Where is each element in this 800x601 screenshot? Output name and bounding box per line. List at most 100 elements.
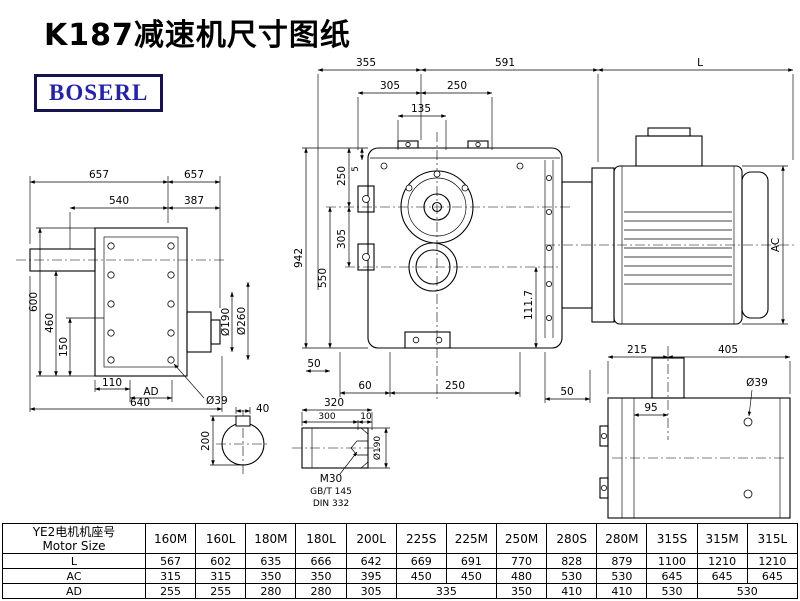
label-shaft-gb-standard: GB/T 145 [310, 487, 352, 497]
table-row-L: L 567 602 635 666 642 669 691 770 828 87… [2, 553, 799, 569]
page-title: K187减速机尺寸图纸 [44, 18, 351, 53]
size-cell: 770 [495, 553, 548, 569]
side-view-drawing: 355 591 L 305 250 135 250 5 305 550 [293, 57, 794, 403]
row-label: AD [2, 583, 146, 599]
dim-side-60: 60 [358, 380, 371, 392]
size-cell: 669 [395, 553, 447, 569]
column-header: 315L [746, 523, 799, 554]
dim-motor-AC: AC [770, 238, 782, 252]
dim-front-hole-dia: Ø39 [206, 395, 228, 407]
column-header: 315S [646, 523, 698, 554]
dim-shaft-300: 300 [318, 412, 335, 422]
size-cell: 315 [144, 568, 197, 584]
dim-motor-L: L [697, 57, 703, 69]
motor-size-header: YE2电机机座号 Motor Size [2, 523, 146, 554]
gearbox-body-front [94, 227, 188, 377]
size-cell: 530 [646, 583, 698, 599]
size-cell: 645 [746, 568, 799, 584]
size-cell: 315 [195, 568, 247, 584]
dim-side-50-right: 50 [560, 386, 573, 398]
header-cn: YE2电机机座号 [32, 524, 116, 539]
output-bore-circles [408, 242, 458, 292]
mounting-foot [404, 331, 451, 349]
dim-front-150: 150 [58, 337, 70, 357]
size-cell: 530 [546, 568, 598, 584]
size-cell: 280 [245, 583, 297, 599]
dim-front-ad: AD [143, 386, 158, 398]
size-cell: 530 [596, 568, 648, 584]
dim-side-250-top: 250 [447, 80, 467, 92]
size-cell: 395 [345, 568, 397, 584]
dim-side-355: 355 [356, 57, 376, 69]
column-header: 180L [295, 523, 347, 554]
dim-front-657-left: 657 [89, 169, 109, 181]
dim-side-305-top: 305 [380, 80, 400, 92]
dim-flange-215: 215 [627, 344, 647, 356]
size-cell: 645 [646, 568, 698, 584]
motor-drawing: AC [545, 127, 795, 325]
column-header: 160L [195, 523, 247, 554]
dim-front-600: 600 [28, 292, 40, 312]
size-cell: 635 [245, 553, 297, 569]
size-cell: 645 [696, 568, 748, 584]
flange-view-drawing: 215 405 95 Ø39 [599, 344, 791, 519]
size-cell: 666 [295, 553, 347, 569]
bolt-holes-front [107, 242, 175, 364]
dim-side-135: 135 [411, 103, 431, 115]
size-cell: 305 [345, 583, 397, 599]
size-cell: 691 [445, 553, 497, 569]
column-header: 180M [245, 523, 297, 554]
terminal-box [635, 135, 703, 167]
size-cell: 255 [195, 583, 247, 599]
size-cell: 450 [445, 568, 497, 584]
fan-cowl [741, 171, 769, 319]
size-cell: 642 [345, 553, 397, 569]
keyway [235, 415, 251, 427]
size-cell: 255 [144, 583, 197, 599]
dim-shaft-dia: Ø190 [372, 436, 383, 461]
dim-key-200: 200 [200, 431, 212, 451]
size-cell: 280 [295, 583, 347, 599]
brand-logo-text: BOSERL [49, 80, 149, 105]
column-header: 280M [596, 523, 648, 554]
shaft-detail-drawing: 320 300 10 M30 GB/T 145 DIN 332 Ø190 [292, 397, 390, 509]
dim-side-111-7: 111.7 [523, 290, 535, 320]
table-row-AC: AC 315 315 350 350 395 450 450 480 530 5… [2, 568, 799, 584]
column-header: 250M [495, 523, 548, 554]
size-cell: 567 [144, 553, 197, 569]
column-header: 160M [144, 523, 197, 554]
column-header: 225S [395, 523, 447, 554]
table-row-AD: AD 255 255 280 280 305 335 350 410 410 5… [2, 583, 799, 599]
column-header: 315M [696, 523, 748, 554]
dim-front-shaft-dia: Ø190 [220, 308, 232, 336]
dim-side-5: 5 [351, 166, 361, 172]
row-label: AC [2, 568, 146, 584]
size-cell: 350 [295, 568, 347, 584]
motor-mounting-flange [544, 160, 554, 338]
dim-flange-hole-dia: Ø39 [746, 377, 768, 389]
shaft-end [301, 427, 369, 469]
column-header: 280S [546, 523, 598, 554]
dim-flange-95: 95 [644, 402, 657, 414]
size-cell: 1100 [646, 553, 698, 569]
size-cell: 410 [546, 583, 598, 599]
size-cell: 1210 [746, 553, 799, 569]
dim-side-250-v: 250 [336, 166, 348, 186]
size-cell: 602 [195, 553, 247, 569]
row-label: L [2, 553, 146, 569]
input-cover-circles [380, 162, 524, 244]
size-cell: 350 [245, 568, 297, 584]
dim-shaft-320: 320 [324, 397, 344, 409]
dim-side-250-bottom: 250 [445, 380, 465, 392]
dim-shaft-10: 10 [360, 412, 372, 422]
label-shaft-thread: M30 [320, 473, 342, 485]
dim-key-40: 40 [256, 403, 269, 415]
size-cell: 828 [546, 553, 598, 569]
size-cell: 350 [495, 583, 548, 599]
size-cell: 1210 [696, 553, 748, 569]
column-header: 225M [445, 523, 497, 554]
motor-fins [624, 211, 732, 285]
dim-flange-405: 405 [718, 344, 738, 356]
